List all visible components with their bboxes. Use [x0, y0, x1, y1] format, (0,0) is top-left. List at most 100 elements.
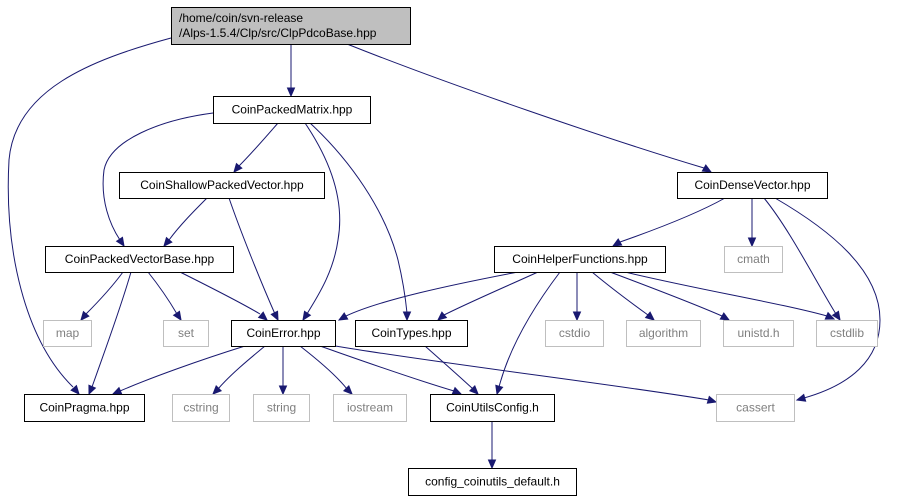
node-algorithm: algorithm [626, 320, 701, 347]
node-box [43, 320, 92, 347]
node-label: CoinHelperFunctions.hpp [512, 252, 648, 266]
arrowhead [402, 311, 412, 322]
edge-coindensevector-to-coinhelperfunctions [611, 197, 726, 247]
edge-coinshallowpackedvector-to-coinerror [228, 197, 279, 322]
edge-line [619, 197, 726, 243]
node-label: string [267, 401, 296, 415]
node-box [724, 246, 783, 273]
node-box [408, 468, 577, 496]
node-box [119, 172, 325, 199]
node-label: /home/coin/svn-release [179, 11, 303, 25]
node-coinpragma[interactable]: CoinPragma.hpp [24, 394, 145, 422]
arrowhead [233, 162, 243, 173]
edges-layer [7, 37, 881, 470]
arrowhead [88, 384, 97, 396]
edge-coinutilsconfig-to-config-default [487, 421, 497, 470]
node-box [171, 7, 411, 45]
arrowhead [342, 384, 353, 395]
node-iostream: iostream [333, 394, 407, 422]
node-box [172, 394, 230, 422]
edge-coinhelperfunctions-to-algorithm [591, 271, 655, 321]
edge-line [179, 271, 261, 315]
edge-coinpackedvectorbase-to-coinerror [179, 271, 268, 321]
node-label: cassert [736, 401, 775, 415]
node-label: cstdlib [830, 326, 864, 340]
arrowhead [795, 393, 807, 402]
node-label: CoinPragma.hpp [39, 401, 129, 415]
node-box [626, 320, 701, 347]
node-label: CoinPackedVectorBase.hpp [65, 252, 215, 266]
node-coinerror[interactable]: CoinError.hpp [231, 320, 336, 347]
arrowhead [115, 236, 125, 248]
edge-coinhelperfunctions-to-cointypes [437, 271, 539, 321]
node-box [355, 320, 468, 347]
edge-coinhelperfunctions-to-coinutilsconfig [495, 271, 561, 396]
edge-coinerror-to-iostream [299, 345, 353, 395]
edge-coinerror-to-string [278, 346, 288, 396]
node-label: CoinShallowPackedVector.hpp [140, 178, 304, 192]
node-coinpackedvectorbase[interactable]: CoinPackedVectorBase.hpp [45, 246, 234, 273]
edge-coinpackedvectorbase-to-map [80, 271, 124, 321]
node-box [333, 394, 407, 422]
arrowhead [747, 237, 757, 248]
arrowhead [719, 312, 731, 321]
node-label: CoinPackedMatrix.hpp [232, 103, 353, 117]
arrowhead [831, 310, 841, 322]
node-box [494, 246, 666, 273]
edge-coinpackedmatrix-to-coinpackedvectorbase [102, 112, 214, 248]
node-set: set [163, 320, 209, 347]
node-coindensevector[interactable]: CoinDenseVector.hpp [677, 172, 828, 199]
node-label: iostream [347, 401, 393, 415]
node-label: config_coinutils_default.h [425, 475, 560, 489]
edge-coindensevector-to-cassert [774, 197, 881, 402]
arrowhead [172, 310, 182, 322]
edge-line [304, 122, 341, 315]
arrowhead [468, 384, 479, 395]
node-label: cstdio [559, 326, 591, 340]
node-coinshallowpackedvector[interactable]: CoinShallowPackedVector.hpp [119, 172, 325, 199]
edge-line [345, 271, 519, 317]
node-box [816, 320, 878, 347]
node-label: map [56, 326, 80, 340]
arrowhead [611, 238, 623, 247]
node-config-default[interactable]: config_coinutils_default.h [408, 468, 577, 496]
edge-line [85, 271, 124, 315]
nodes-layer: /home/coin/svn-release/Alps-1.5.4/Clp/sr… [24, 7, 878, 496]
node-box [545, 320, 604, 347]
node-label: CoinDenseVector.hpp [694, 178, 810, 192]
node-coinutilsconfig[interactable]: CoinUtilsConfig.h [430, 394, 555, 422]
node-map: map [43, 320, 92, 347]
edge-line [91, 271, 132, 388]
edge-coinerror-to-coinutilsconfig [319, 345, 463, 395]
edge-line [238, 122, 279, 167]
arrowhead [706, 395, 718, 404]
node-cstring: cstring [172, 394, 230, 422]
arrowhead [278, 385, 288, 396]
edge-coinerror-to-cstring [212, 345, 266, 395]
arrowhead [286, 87, 296, 98]
edge-coinhelperfunctions-to-cstdlib [624, 271, 836, 320]
edge-coindensevector-to-cstdlib [763, 197, 841, 322]
node-box [24, 394, 145, 422]
node-cointypes[interactable]: CoinTypes.hpp [355, 320, 468, 347]
node-box [677, 172, 828, 199]
edge-root-to-coindensevector [346, 43, 713, 173]
root-node-root[interactable]: /home/coin/svn-release/Alps-1.5.4/Clp/sr… [171, 7, 411, 45]
edge-line [443, 271, 539, 316]
node-coinhelperfunctions[interactable]: CoinHelperFunctions.hpp [494, 246, 666, 273]
edge-root-to-coinpackedmatrix [286, 44, 296, 98]
node-cstdlib: cstdlib [816, 320, 878, 347]
node-box [716, 394, 795, 422]
edge-coindensevector-to-cmath [747, 198, 757, 248]
node-cassert: cassert [716, 394, 795, 422]
edge-line [774, 197, 881, 399]
edge-line [119, 345, 246, 392]
arrowhead [487, 459, 497, 470]
node-box [45, 246, 234, 273]
edge-coinpackedvectorbase-to-set [147, 271, 182, 322]
node-box [723, 320, 794, 347]
node-coinpackedmatrix[interactable]: CoinPackedMatrix.hpp [213, 96, 371, 124]
node-label: CoinError.hpp [246, 326, 320, 340]
node-box [231, 320, 336, 347]
